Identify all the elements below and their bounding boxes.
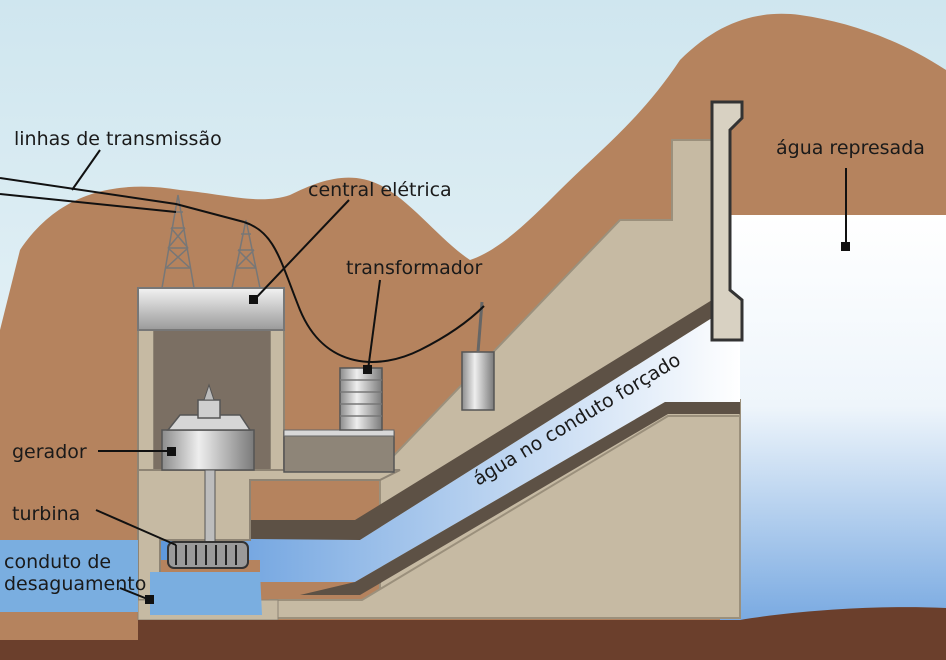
turbine (167, 541, 249, 569)
reservoir-water (720, 215, 946, 640)
label-generator: gerador (12, 441, 87, 463)
transformer (339, 367, 383, 431)
insulator-tower (461, 301, 495, 411)
label-outflow-line1: conduto de (4, 551, 111, 573)
penstock-lower-lining (300, 402, 740, 595)
transmission-wires (0, 177, 485, 363)
intake-gate (710, 100, 744, 342)
outflow-water (0, 540, 138, 612)
powerhouse-roof (137, 287, 285, 331)
ground (0, 607, 946, 660)
leader-lines (71, 149, 850, 604)
outflow-pool (150, 572, 262, 615)
transmission-tower-2 (231, 219, 261, 289)
label-reservoir: água represada (776, 137, 925, 159)
label-turbine: turbina (12, 503, 80, 525)
label-outflow-line2: desaguamento (4, 573, 146, 595)
label-transformer: transformador (346, 257, 482, 279)
label-transmission-lines: linhas de transmissão (14, 128, 222, 150)
generator (161, 383, 255, 471)
transmission-tower-1 (161, 194, 195, 289)
label-power-station: central elétrica (308, 179, 452, 201)
turbine-shaft (204, 469, 216, 543)
transformer-platform (283, 431, 395, 473)
